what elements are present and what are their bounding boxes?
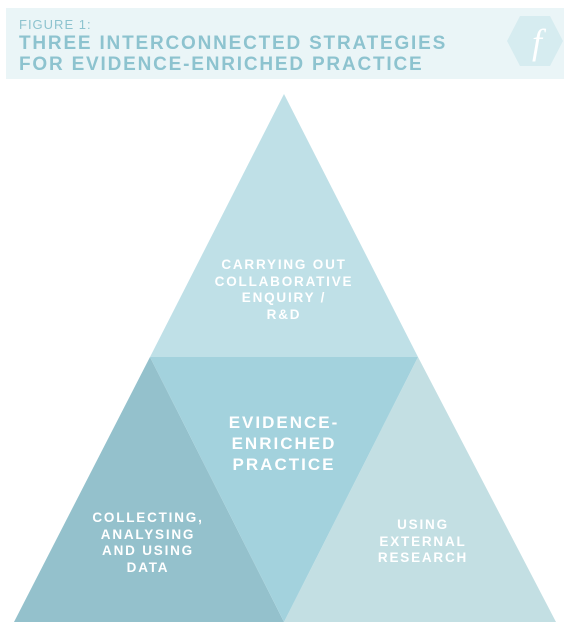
figure-header: FIGURE 1: THREE INTERCONNECTED STRATEGIE… [6, 8, 564, 79]
brand-logo-icon: f [507, 16, 563, 66]
label-line: COLLABORATIVE [214, 273, 354, 289]
top-triangle [150, 94, 418, 357]
figure-title-line-2: FOR EVIDENCE-ENRICHED PRACTICE [19, 54, 424, 75]
figure-title-line-1: THREE INTERCONNECTED STRATEGIES [19, 33, 448, 54]
label-line: USING [397, 517, 449, 532]
label-line: CARRYING OUT [221, 257, 347, 272]
left-triangle [14, 357, 284, 622]
label-collecting-data: COLLECTING, ANALYSING AND USING DATA [48, 510, 248, 576]
label-line: COLLECTING, [92, 510, 204, 525]
label-line: DATA [126, 559, 170, 575]
label-line: EXTERNAL [379, 533, 467, 549]
figure-label: FIGURE 1: [19, 17, 92, 32]
label-collaborative-enquiry: CARRYING OUT COLLABORATIVE ENQUIRY / R&D [184, 257, 384, 323]
center-triangle [150, 357, 418, 622]
label-line: ENRICHED [231, 434, 337, 453]
label-line: R&D [266, 306, 302, 322]
logo-hexagon [507, 16, 563, 66]
label-line: AND USING [102, 543, 194, 558]
label-evidence-enriched-practice: EVIDENCE- ENRICHED PRACTICE [184, 412, 384, 475]
label-line: PRACTICE [232, 455, 336, 474]
label-line: ENQUIRY / [241, 290, 327, 305]
label-external-research: USING EXTERNAL RESEARCH [323, 517, 523, 567]
label-line: ANALYSING [100, 526, 196, 542]
label-line: RESEARCH [377, 550, 469, 565]
label-line: EVIDENCE- [228, 413, 340, 432]
right-triangle [284, 357, 556, 622]
